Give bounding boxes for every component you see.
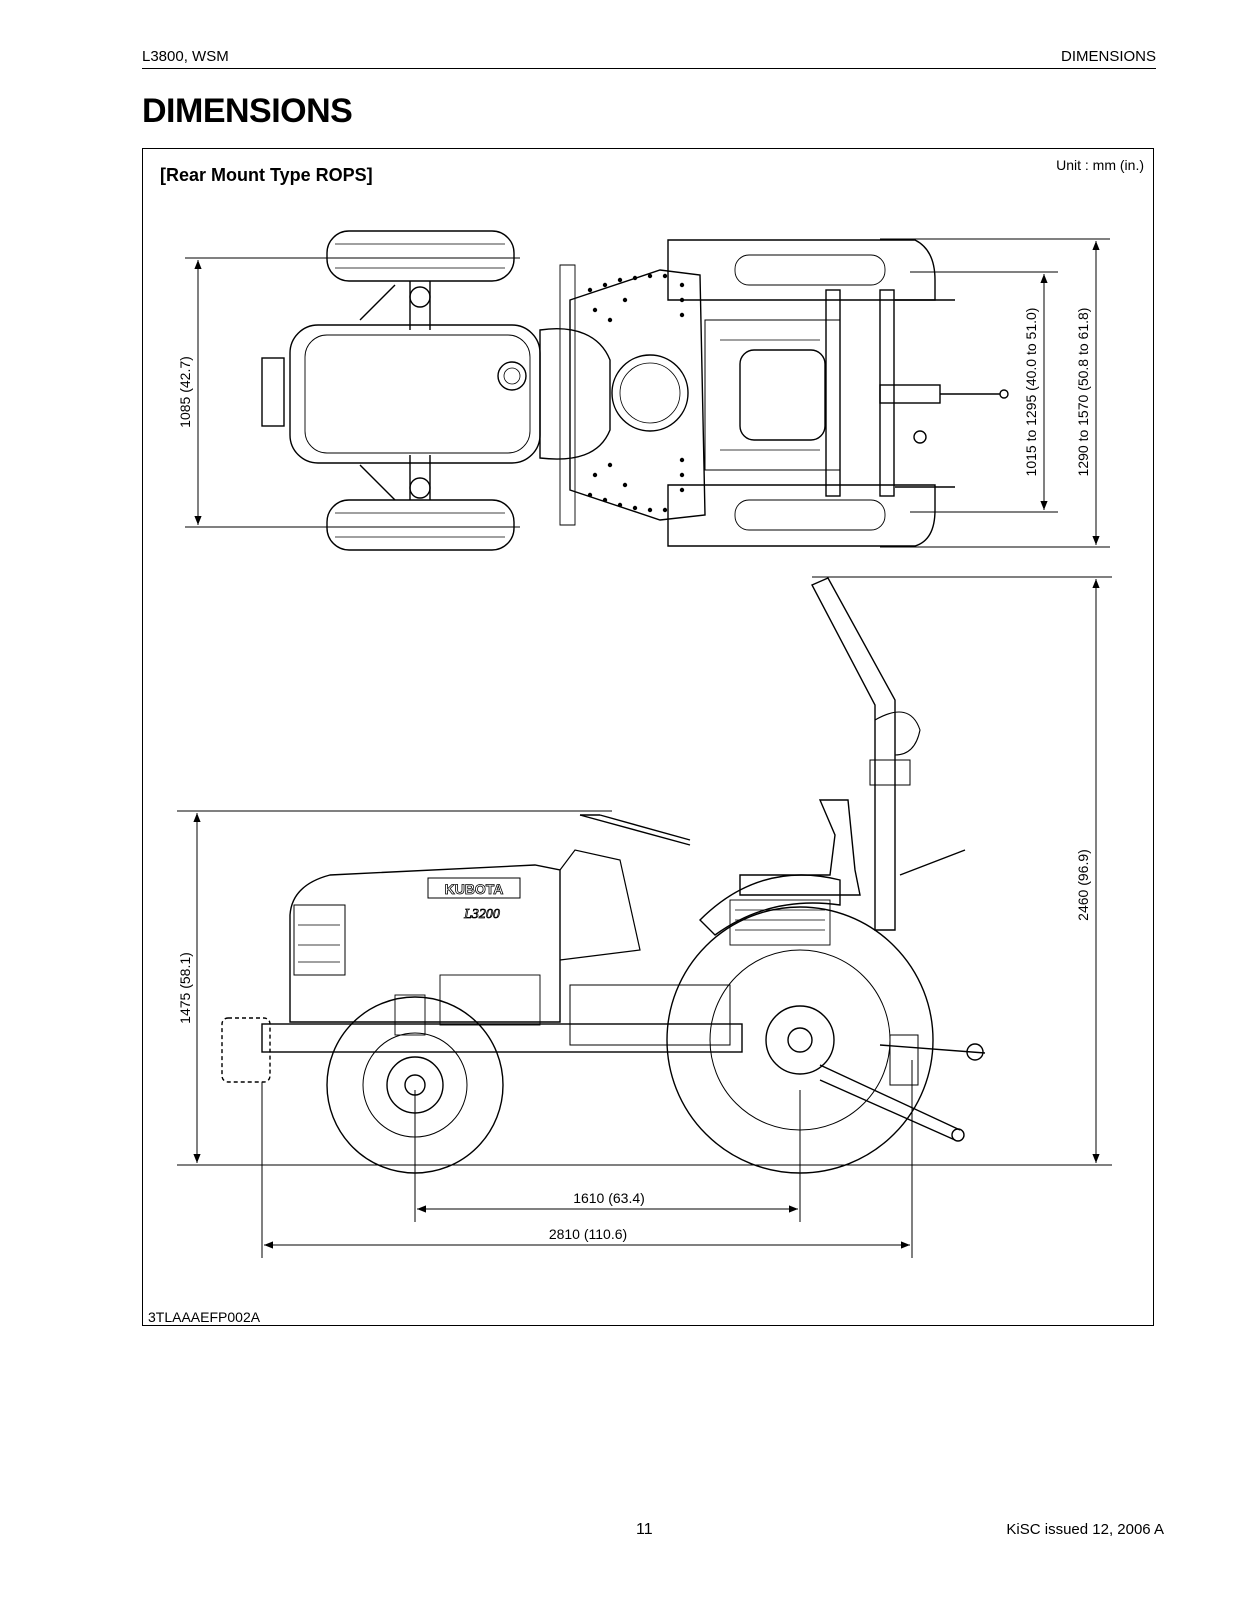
front-tire-top [326, 230, 515, 282]
dim-rear-track-inner: 1015 to 1295 (40.0 to 51.0) [1023, 308, 1039, 477]
hood-side [289, 864, 561, 1023]
side-view [221, 577, 986, 1174]
steering-wheel-top [611, 354, 689, 432]
kubota-brand: KUBOTA [445, 881, 504, 897]
hood-top [289, 324, 541, 464]
kubota-badge-box [427, 877, 521, 899]
page-number: 11 [636, 1521, 653, 1538]
model-badge: L3200 [463, 907, 500, 922]
fuel-cap [497, 361, 527, 391]
header-rule [142, 68, 1156, 69]
rops-upper [811, 577, 896, 931]
front-weight [221, 1017, 271, 1083]
figure-code: 3TLAAAEFP002A [148, 1309, 261, 1325]
dim-hood-height: 1475 (58.1) [177, 952, 193, 1024]
page-title: DIMENSIONS [142, 92, 353, 130]
top-view [261, 230, 1009, 551]
unit-label: Unit : mm (in.) [1056, 157, 1144, 173]
issued-label: KiSC issued 12, 2006 A [1006, 1521, 1164, 1538]
rear-fender-bottom [667, 484, 936, 547]
top-dimensions [185, 238, 1110, 548]
rear-fender-top [667, 239, 936, 301]
dim-wheelbase: 1610 (63.4) [573, 1190, 645, 1206]
figure-subtitle: [Rear Mount Type ROPS] [160, 165, 373, 185]
header-right: DIMENSIONS [1060, 48, 1156, 65]
side-dimensions [177, 576, 1112, 1258]
dim-front-track: 1085 (42.7) [177, 356, 193, 428]
seat-side [739, 799, 861, 896]
dim-rear-track-outer: 1290 to 1570 (50.8 to 61.8) [1075, 308, 1091, 477]
header-left: L3800, WSM [142, 48, 229, 65]
dim-rops-height: 2460 (96.9) [1075, 849, 1091, 921]
front-tire-bottom [326, 499, 515, 551]
figure-frame [142, 148, 1154, 1326]
dim-overall-length: 2810 (110.6) [549, 1226, 627, 1242]
seat-top [739, 349, 826, 441]
floor-rivets [587, 273, 685, 513]
